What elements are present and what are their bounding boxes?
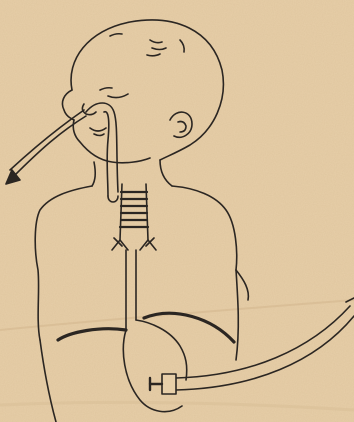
medical-diagram <box>0 0 354 422</box>
aged-paper-illustration <box>0 0 354 422</box>
